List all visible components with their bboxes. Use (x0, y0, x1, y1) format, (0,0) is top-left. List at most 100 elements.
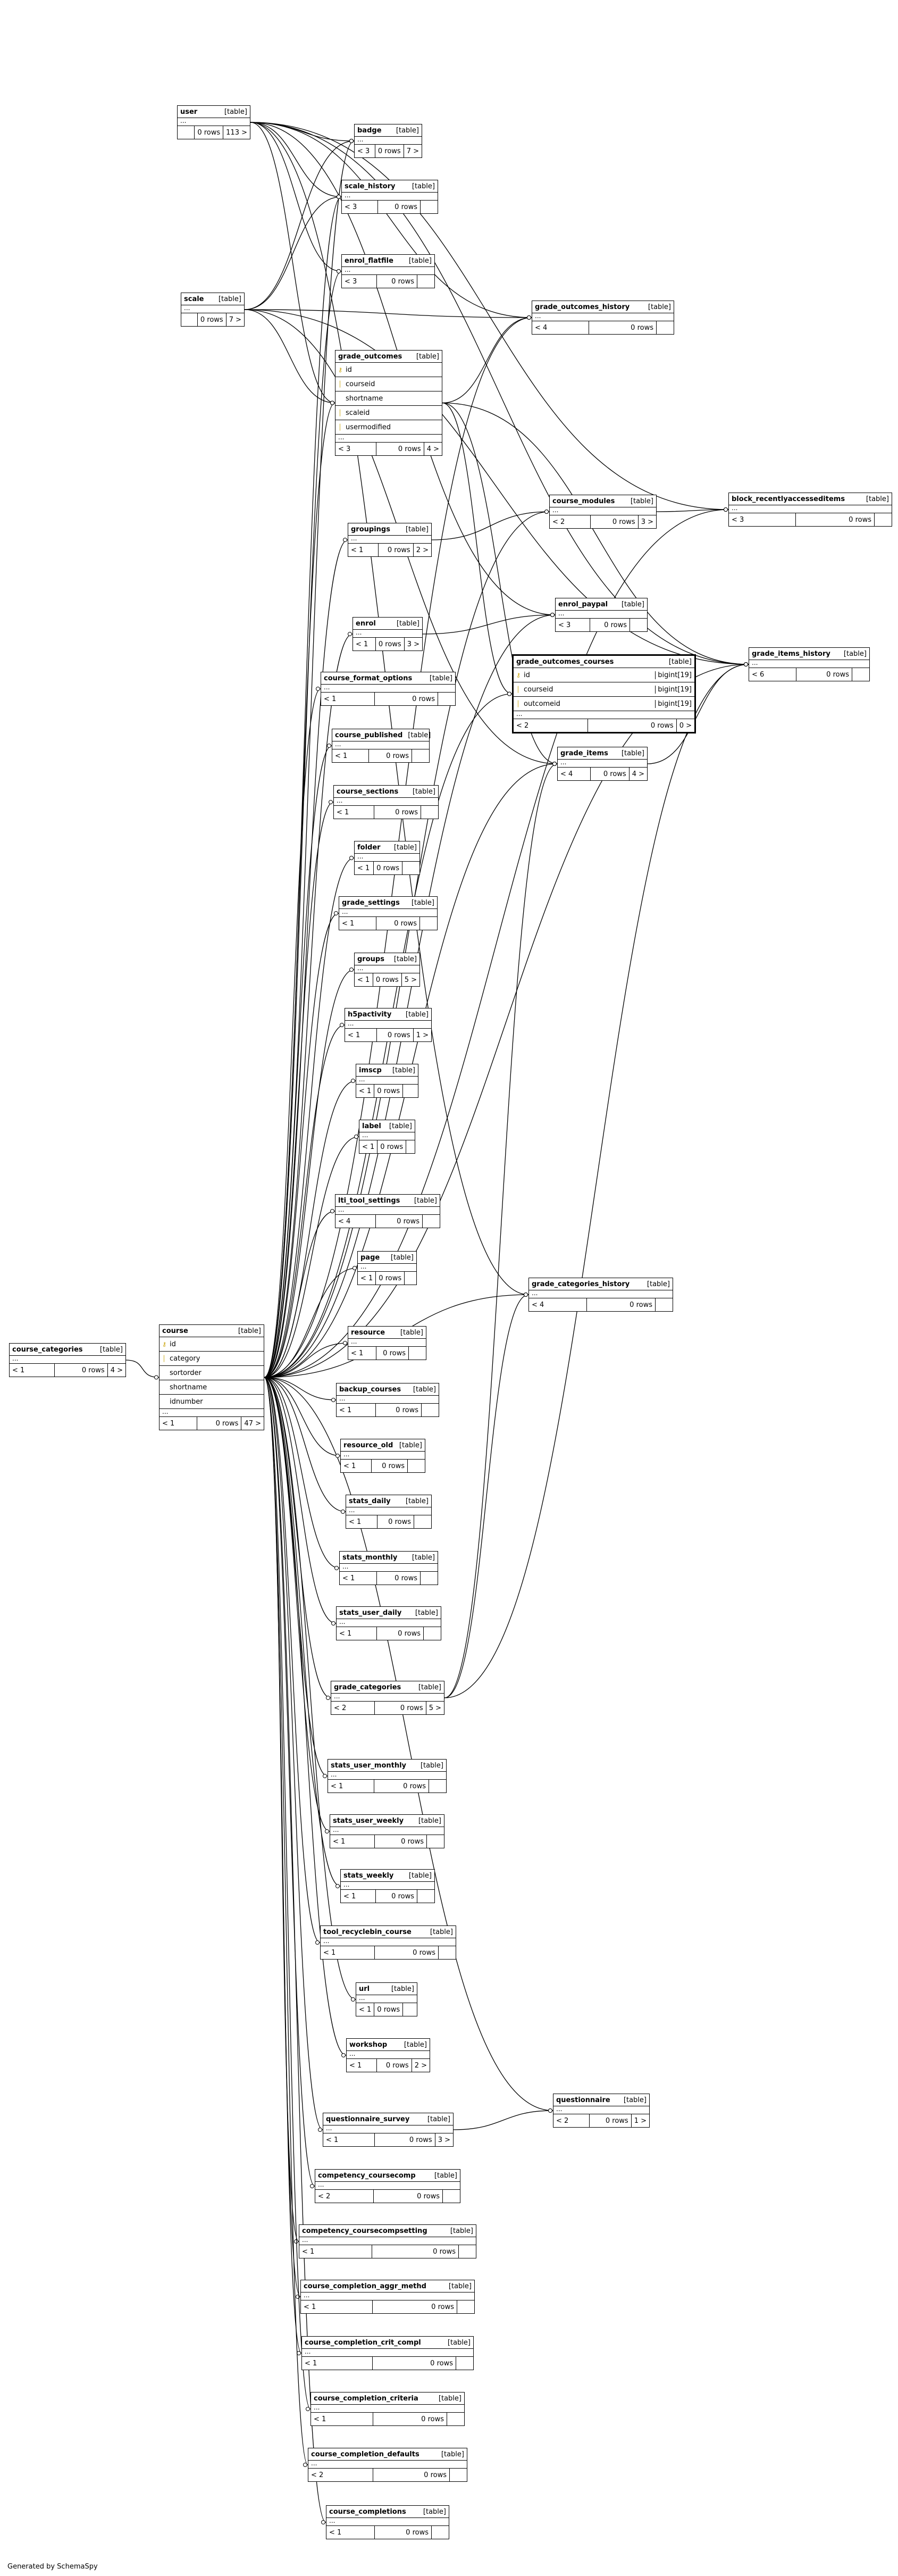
parents-count[interactable]: < 4 (335, 1215, 376, 1228)
children-count[interactable] (457, 2300, 474, 2313)
parents-count[interactable]: < 3 (729, 513, 796, 526)
table-course-completion-aggr-methd[interactable]: course_completion_aggr_methd[table]...< … (300, 2280, 475, 2314)
parents-count[interactable]: < 3 (342, 275, 377, 288)
table-name[interactable]: competency_coursecomp (318, 2171, 416, 2180)
children-count[interactable]: 3 > (407, 640, 419, 648)
parents-count[interactable]: < 1 (321, 693, 375, 705)
children-count[interactable] (630, 619, 647, 631)
table-name[interactable]: lti_tool_settings (338, 1196, 400, 1205)
parents-count[interactable]: < 4 (529, 1298, 588, 1311)
table-name[interactable]: grade_items_history (752, 649, 830, 658)
parents-count[interactable]: < 2 (514, 719, 589, 732)
children-count[interactable] (424, 1627, 441, 1640)
children-count[interactable] (447, 2413, 464, 2425)
parents-count[interactable]: < 1 (341, 1890, 376, 1903)
table-name[interactable]: url (359, 1985, 370, 1993)
children-count[interactable]: 2 > (414, 2061, 427, 2070)
children-count[interactable] (427, 1835, 444, 1848)
children-count[interactable] (657, 321, 674, 334)
table-name[interactable]: enrol (356, 619, 376, 628)
parents-count[interactable]: < 1 (348, 544, 379, 556)
children-count[interactable] (438, 693, 455, 705)
parents-count[interactable]: < 3 (355, 145, 375, 157)
parents-count[interactable]: < 1 (359, 1140, 378, 1153)
children-count[interactable] (432, 2526, 449, 2539)
table-name[interactable]: badge (357, 126, 382, 135)
parents-count[interactable]: < 1 (355, 862, 374, 874)
table-name[interactable]: grade_outcomes (338, 352, 402, 361)
table-name[interactable]: tool_recyclebin_course (323, 1928, 412, 1936)
parents-count[interactable]: < 1 (347, 2059, 377, 2072)
children-count[interactable] (443, 2190, 460, 2203)
parents-count[interactable]: < 2 (315, 2190, 374, 2203)
table-name[interactable]: h5pactivity (348, 1010, 392, 1019)
table-name[interactable]: grade_settings (342, 898, 400, 907)
children-count[interactable] (421, 806, 438, 819)
column-row[interactable]: │courseid (335, 377, 442, 391)
children-count[interactable]: 4 > (426, 445, 439, 453)
parents-count[interactable]: < 1 (358, 1272, 376, 1285)
parents-count[interactable]: < 1 (353, 638, 376, 651)
parents-count[interactable]: < 1 (339, 917, 377, 930)
table-name[interactable]: course (162, 1327, 188, 1335)
table-name[interactable]: grade_categories (334, 1683, 401, 1691)
parents-count[interactable]: < 1 (337, 1627, 377, 1640)
parents-count[interactable]: < 1 (356, 2003, 375, 2016)
children-count[interactable]: 3 > (438, 2136, 450, 2144)
table-name[interactable]: course_completion_criteria (314, 2394, 418, 2403)
table-name[interactable]: imscp (359, 1066, 382, 1074)
parents-count[interactable]: < 1 (341, 1460, 372, 1472)
table-name[interactable]: course_completion_defaults (311, 2450, 419, 2458)
parents-count[interactable]: < 1 (323, 2133, 375, 2146)
table-course-completion-crit-compl[interactable]: course_completion_crit_compl[table]...< … (301, 2336, 474, 2370)
table-name[interactable]: scale_history (345, 182, 396, 190)
table-name[interactable]: course_format_options (324, 674, 413, 682)
children-count[interactable]: 7 > (229, 315, 241, 324)
children-count[interactable] (414, 1515, 431, 1528)
children-count[interactable] (852, 668, 869, 681)
children-count[interactable] (405, 1272, 422, 1285)
children-count[interactable] (402, 862, 419, 874)
parents-count[interactable]: < 3 (335, 443, 376, 455)
table-name[interactable]: questionnaire (556, 2096, 610, 2104)
children-count[interactable] (406, 1140, 423, 1153)
table-name[interactable]: stats_daily (349, 1497, 391, 1505)
parents-count[interactable]: < 2 (331, 1702, 375, 1714)
parents-count[interactable]: < 1 (356, 1085, 375, 1097)
parents-count[interactable]: < 1 (326, 2526, 375, 2539)
children-count[interactable] (417, 1890, 434, 1903)
children-count[interactable] (456, 2357, 473, 2370)
children-count[interactable] (429, 1780, 446, 1793)
column-row[interactable]: │category (160, 1352, 264, 1366)
children-count[interactable] (408, 1460, 425, 1472)
column-row[interactable]: │usermodified (335, 420, 442, 435)
table-name[interactable]: stats_monthly (342, 1553, 398, 1562)
table-name[interactable]: course_sections (337, 787, 399, 796)
table-name[interactable]: course_completions (329, 2507, 406, 2516)
children-count[interactable]: 5 > (429, 1704, 441, 1712)
children-count[interactable]: 1 > (634, 2116, 647, 2125)
